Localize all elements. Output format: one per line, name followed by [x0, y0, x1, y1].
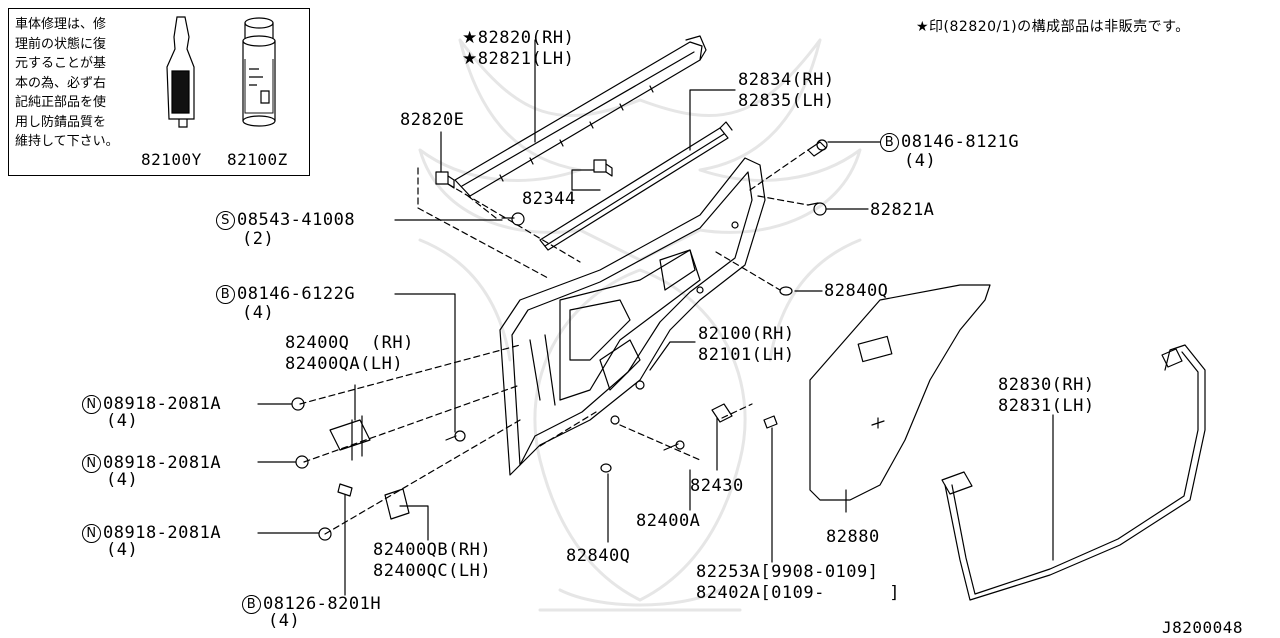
- nut-08918-2081A-qty-3: (4): [106, 540, 139, 560]
- part-82400Q-label: 82400Q (RH): [285, 333, 414, 353]
- part-82820E-label: 82820E: [400, 110, 465, 130]
- part-82821-label: ★82821(LH): [462, 49, 575, 69]
- fasteners: [291, 139, 828, 541]
- part-82840Q-upper-label: 82840Q: [824, 281, 889, 301]
- part-82430-label: 82430: [690, 476, 744, 496]
- nut-mark: N: [82, 454, 101, 473]
- note-line: 記純正部品を使: [15, 95, 107, 110]
- bolt-mark: B: [880, 133, 899, 152]
- note-line: 維持して下さい。: [15, 134, 119, 149]
- door-panel: [499, 157, 766, 476]
- part-82820-label: ★82820(RH): [462, 28, 575, 48]
- part-82101-label: 82101(LH): [698, 345, 795, 365]
- note-line: 理前の状態に復: [15, 36, 107, 52]
- part-82402A-label: 82402A[0109- ]: [696, 583, 900, 603]
- clip-82344: [593, 159, 613, 177]
- note-line: 本の為、必ず右: [15, 75, 107, 91]
- nut-08918-2081A-qty-2: (4): [106, 470, 139, 490]
- part-82253A-label: 82253A[9908-0109]: [696, 562, 879, 582]
- watermark-emblem: [418, 38, 862, 612]
- part-82100-label: 82100(RH): [698, 324, 795, 344]
- part-82344-label: 82344: [522, 189, 576, 209]
- bolt-mark: B: [242, 595, 261, 614]
- part-82400QA-label: 82400QA(LH): [285, 354, 404, 374]
- weatherstrip-82830: [941, 344, 1206, 601]
- part-82100Y-label: 82100Y: [141, 150, 202, 169]
- product-icons: [166, 16, 276, 128]
- dashed-guides: [299, 149, 809, 535]
- repair-note-text: 車体修理は、修 理前の状態に復 元することが基 本の為、必ず右 記純正部品を使 …: [15, 15, 147, 152]
- bolt-08146-8121G-qty: (4): [904, 151, 937, 171]
- nut-mark: N: [82, 524, 101, 543]
- note-line: 車体修理は、修: [15, 17, 107, 32]
- note-line: 元することが基: [15, 56, 107, 71]
- note-line: 用し防錆品質を: [15, 114, 107, 130]
- leader-lines: [257, 39, 1054, 596]
- part-82831-label: 82831(LH): [998, 396, 1095, 416]
- part-82400QC-label: 82400QC(LH): [373, 561, 492, 581]
- repair-note-box: 車体修理は、修 理前の状態に復 元することが基 本の為、必ず右 記純正部品を使 …: [8, 8, 310, 176]
- diagram-id: J8200048: [1162, 618, 1244, 637]
- screw-08543-41008-qty: (2): [242, 229, 275, 249]
- part-82880-label: 82880: [826, 527, 880, 547]
- bolt-08126-8201H-qty: (4): [268, 611, 301, 631]
- sash-82834: [539, 121, 733, 251]
- nut-mark: N: [82, 395, 101, 414]
- tube-icon: [166, 16, 195, 128]
- part-82835-label: 82835(LH): [738, 91, 835, 111]
- part-82400QB-label: 82400QB(RH): [373, 540, 492, 560]
- screw-mark: S: [216, 211, 235, 230]
- part-82821A-label: 82821A: [870, 200, 935, 220]
- seal-panel-82880: [809, 284, 991, 501]
- part-82400A-label: 82400A: [636, 511, 701, 531]
- star-mark: ★: [462, 49, 478, 69]
- spray-can-icon: [242, 17, 276, 127]
- part-82100Z-label: 82100Z: [227, 150, 288, 169]
- part-82830-label: 82830(RH): [998, 375, 1095, 395]
- part-82834-label: 82834(RH): [738, 70, 835, 90]
- bolt-mark: B: [216, 285, 235, 304]
- part-82840Q-lower-label: 82840Q: [566, 546, 631, 566]
- bolt-08146-6122G-qty: (4): [242, 303, 275, 323]
- non-sale-note: ★印(82820/1)の構成部品は非販売です。: [916, 19, 1190, 35]
- nut-08918-2081A-qty-1: (4): [106, 411, 139, 431]
- moulding-82820: [454, 35, 707, 197]
- star-mark: ★: [462, 28, 478, 48]
